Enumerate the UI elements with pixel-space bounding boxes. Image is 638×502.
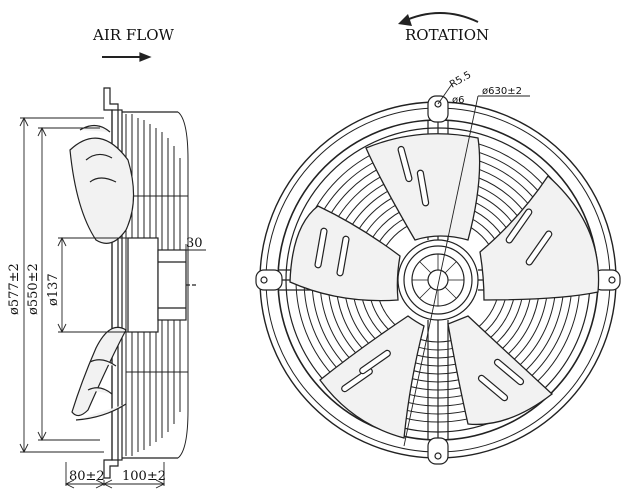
counterclockwise-arrow-icon (398, 12, 479, 26)
dim-577: ø577±2 (7, 263, 22, 315)
dim-137: ø137 (46, 273, 61, 306)
mounting-tabs (255, 95, 621, 465)
front-view: ROTATION (255, 12, 621, 465)
right-arrow-icon (102, 52, 152, 62)
dim-30: 30 (186, 236, 203, 251)
side-view: AIR FLOW (19, 26, 206, 489)
horizontal-dimension-lines (64, 462, 166, 489)
motor-hub-front (397, 239, 479, 321)
air-flow-label: AIR FLOW (92, 26, 174, 44)
dim-80: 80±2 (69, 469, 105, 484)
vertical-dimension-lines (19, 116, 128, 454)
dim-550: ø550±2 (26, 263, 41, 315)
blade-right (479, 175, 600, 301)
dim-630: ø630±2 (482, 86, 522, 97)
blade-bottom-right (447, 315, 554, 426)
dim-6: ø6 (452, 95, 464, 106)
blade-slots (314, 145, 553, 402)
blade-side-profile (69, 124, 135, 421)
depth-30-dimension (158, 244, 206, 256)
blade-bottom-left (319, 315, 425, 439)
dim-r55: R5.5 (448, 70, 473, 91)
rotation-label: ROTATION (405, 26, 489, 44)
front-leader-lines (403, 83, 530, 447)
dim-100: 100±2 (122, 469, 166, 484)
motor-hub (127, 237, 196, 333)
mounting-frame (103, 87, 178, 479)
